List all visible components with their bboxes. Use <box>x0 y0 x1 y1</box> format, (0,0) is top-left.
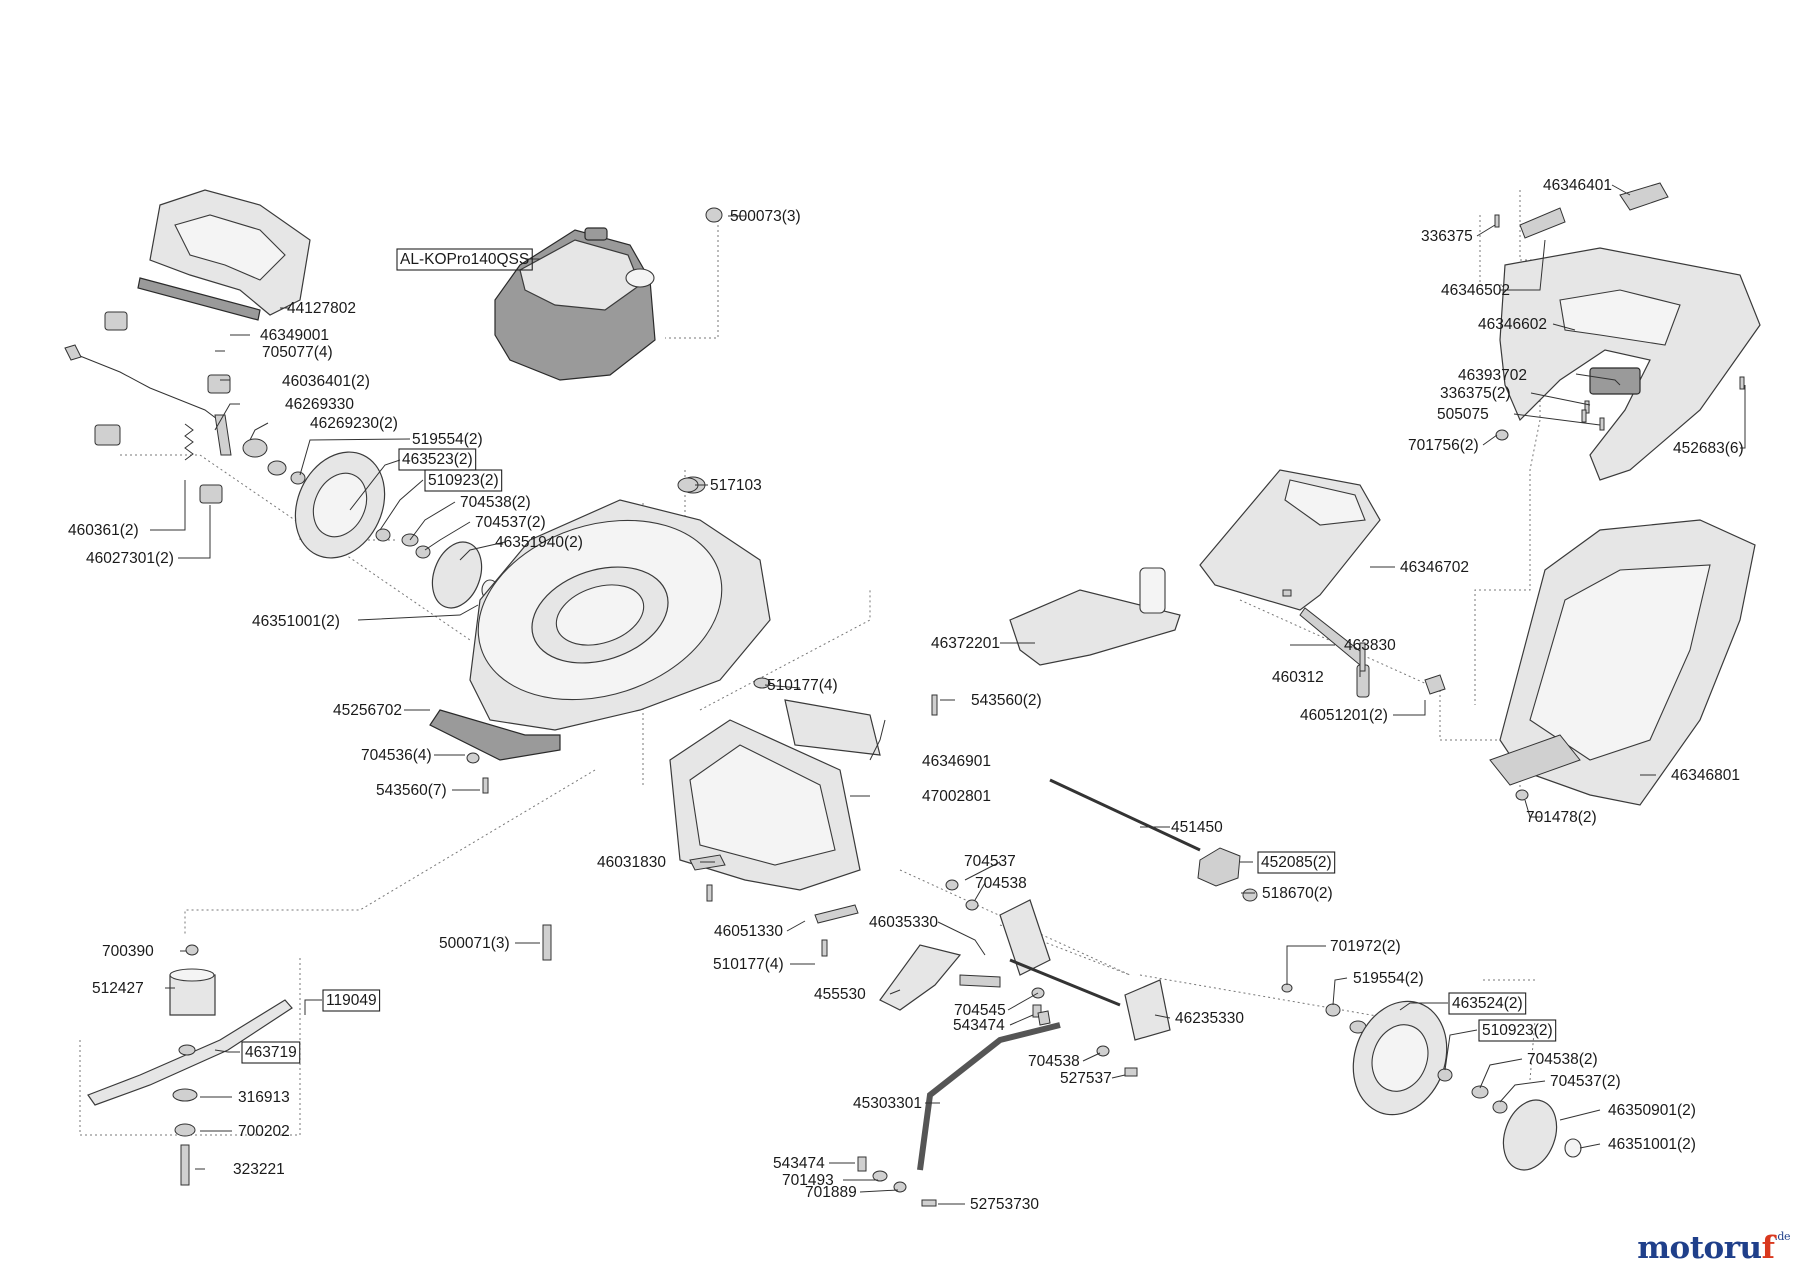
part-labels: 500073(3)AL-KOPro140QSS44127802463490017… <box>68 177 1744 1213</box>
part-label-p33: 463719 <box>245 1044 297 1061</box>
part-label-p25: 47002801 <box>922 788 991 805</box>
part-label-p27: 46051330 <box>714 923 783 940</box>
part-label-p47: 336375(2) <box>1440 385 1511 402</box>
part-label-p54: 452085(2) <box>1261 854 1332 871</box>
part-label-p61: 543474 <box>953 1017 1005 1034</box>
part-label-p62: 46235330 <box>1175 1010 1244 1027</box>
part-label-p55: 518670(2) <box>1262 885 1333 902</box>
part-label-p39: 463830 <box>1344 637 1396 654</box>
part-label-p04: 46349001 <box>260 327 329 344</box>
part-label-p56: 704537 <box>964 853 1016 870</box>
part-label-box-p33 <box>241 1041 301 1064</box>
part-label-p31: 512427 <box>92 980 144 997</box>
part-label-p65: 45303301 <box>853 1095 922 1112</box>
part-label-p15: 460361(2) <box>68 522 139 539</box>
part-label-p76: 46350901(2) <box>1608 1102 1696 1119</box>
part-label-p44: 46346502 <box>1441 282 1510 299</box>
part-label-p18: 46351001(2) <box>252 613 340 630</box>
part-label-p59: 455530 <box>814 986 866 1003</box>
part-label-p03: 44127802 <box>287 300 356 317</box>
part-label-p08: 46269230(2) <box>310 415 398 432</box>
part-label-p75: 704537(2) <box>1550 1073 1621 1090</box>
leader-lines <box>150 184 1746 1205</box>
part-label-p71: 519554(2) <box>1353 970 1424 987</box>
part-label-p30: 700390 <box>102 943 154 960</box>
part-label-p36: 323221 <box>233 1161 285 1178</box>
part-label-p01: 500073(3) <box>730 208 801 225</box>
part-label-p26: 46031830 <box>597 854 666 871</box>
part-label-box-p54 <box>1257 851 1336 874</box>
part-label-p50: 452683(6) <box>1673 440 1744 457</box>
part-label-p19: 45256702 <box>333 702 402 719</box>
part-label-p32: 119049 <box>326 992 377 1009</box>
part-label-p53: 451450 <box>1171 819 1223 836</box>
part-label-p68: 701889 <box>805 1184 857 1201</box>
part-label-p09: 519554(2) <box>412 431 483 448</box>
logo-main: motoru <box>1637 1230 1762 1266</box>
part-label-p02: AL-KOPro140QSS <box>400 251 529 268</box>
part-drawings <box>64 182 1761 1207</box>
part-label-p46: 46393702 <box>1458 367 1527 384</box>
part-label-p49: 701756(2) <box>1408 437 1479 454</box>
part-label-p63: 704538 <box>1028 1053 1080 1070</box>
part-label-p28: 510177(4) <box>713 956 784 973</box>
part-label-p77: 46351001(2) <box>1608 1136 1696 1153</box>
part-label-p45: 46346602 <box>1478 316 1547 333</box>
part-label-p14: 46351940(2) <box>495 534 583 551</box>
part-label-p12: 704538(2) <box>460 494 531 511</box>
part-label-p40: 460312 <box>1272 669 1324 686</box>
part-label-p07: 46269330 <box>285 396 354 413</box>
motoruf-logo[interactable]: motoruf.de <box>1637 1230 1790 1266</box>
part-label-p72: 463524(2) <box>1452 995 1523 1012</box>
part-label-p60: 704545 <box>954 1002 1006 1019</box>
part-label-p48: 505075 <box>1437 406 1489 423</box>
part-label-p05: 705077(4) <box>262 344 333 361</box>
part-label-box-p73 <box>1478 1019 1557 1042</box>
part-label-box-p02 <box>396 248 533 271</box>
part-label-box-p72 <box>1448 992 1527 1015</box>
part-label-p66: 543474 <box>773 1155 825 1172</box>
part-label-p37: 46372201 <box>931 635 1000 652</box>
part-label-box-p11 <box>424 469 503 492</box>
part-label-p51: 46346801 <box>1671 767 1740 784</box>
part-label-p57: 704538 <box>975 875 1027 892</box>
part-label-p17: 517103 <box>710 477 762 494</box>
part-label-p67: 701493 <box>782 1172 834 1189</box>
part-label-p24: 46346901 <box>922 753 991 770</box>
part-label-box-p32 <box>322 989 381 1012</box>
logo-suffix: .de <box>1774 1230 1790 1243</box>
part-label-p42: 46346401 <box>1543 177 1612 194</box>
logo-accent: f <box>1761 1230 1775 1266</box>
part-label-p38: 46346702 <box>1400 559 1469 576</box>
part-label-p10: 463523(2) <box>402 451 473 468</box>
part-label-p35: 700202 <box>238 1123 290 1140</box>
part-label-p52: 701478(2) <box>1526 809 1597 826</box>
part-label-p06: 46036401(2) <box>282 373 370 390</box>
part-label-p43: 336375 <box>1421 228 1473 245</box>
part-label-p70: 701972(2) <box>1330 938 1401 955</box>
part-label-p58: 46035330 <box>869 914 938 931</box>
part-label-p20: 704536(4) <box>361 747 432 764</box>
part-label-p64: 527537 <box>1060 1070 1112 1087</box>
part-label-p73: 510923(2) <box>1482 1022 1553 1039</box>
part-label-p74: 704538(2) <box>1527 1051 1598 1068</box>
part-label-p13: 704537(2) <box>475 514 546 531</box>
part-label-p11: 510923(2) <box>428 472 499 489</box>
part-label-p22: 510177(4) <box>767 677 838 694</box>
part-label-p41: 46051201(2) <box>1300 707 1388 724</box>
part-label-p34: 316913 <box>238 1089 290 1106</box>
part-label-p23: 543560(2) <box>971 692 1042 709</box>
part-label-p69: 52753730 <box>970 1196 1039 1213</box>
part-label-p21: 543560(7) <box>376 782 447 799</box>
part-label-p29: 500071(3) <box>439 935 510 952</box>
part-label-p16: 46027301(2) <box>86 550 174 567</box>
